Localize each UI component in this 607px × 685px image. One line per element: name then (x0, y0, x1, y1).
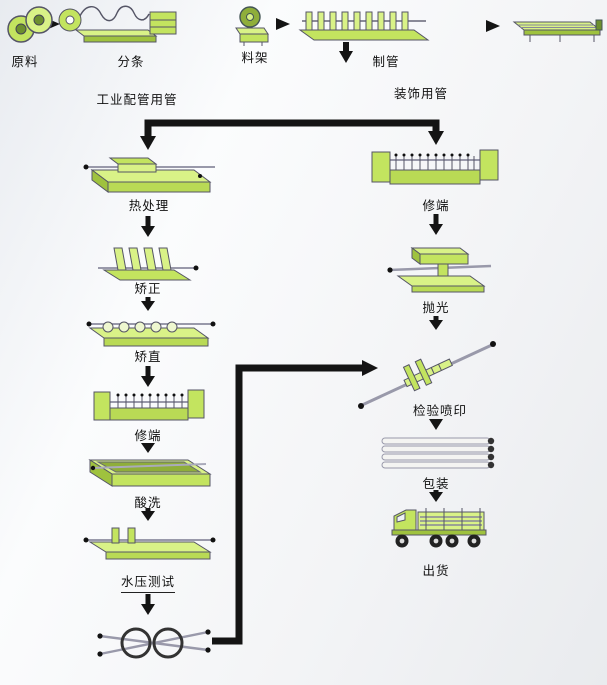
label-heat-treatment: 热处理 (128, 198, 170, 213)
label-slitting: 分条 (117, 54, 145, 69)
label-polishing: 抛光 (422, 300, 450, 315)
label-packing: 包装 (422, 476, 450, 491)
arrow-down-icon (140, 136, 156, 150)
delivery-truck-icon (388, 496, 490, 560)
label-shipping: 出货 (422, 563, 450, 578)
raw-material-coils-icon (6, 4, 54, 48)
heat-treatment-machine-icon (82, 150, 217, 200)
arrow-right-icon (276, 18, 290, 30)
arrow-down-icon (141, 604, 155, 615)
arrow-down-icon (141, 226, 155, 237)
pickling-tank-icon (82, 446, 217, 494)
label-straightening: 矫直 (134, 349, 162, 364)
inspection-caliper-icon (352, 328, 502, 416)
tube-mill-machine-icon (296, 2, 434, 46)
label-raw-material: 原料 (11, 54, 39, 69)
hydro-test-machine-icon (82, 516, 217, 566)
slitting-machine-icon (56, 2, 182, 50)
label-hydro-test: 水压测试 (120, 575, 176, 593)
arrow-down-icon (429, 224, 443, 235)
label-end-facing-right: 修端 (422, 198, 450, 213)
correcting-machine-icon (96, 238, 200, 286)
arrow-down-icon (428, 131, 444, 145)
bottom-loop-connector (212, 364, 364, 645)
label-branch-left-title: 工业配管用管 (96, 92, 178, 107)
straightening-machine-icon (84, 308, 216, 352)
pipe-coils-icon (94, 616, 216, 670)
branch-split-connector (144, 119, 440, 138)
runout-table-icon (510, 12, 604, 46)
end-facing-machine-right-icon (368, 144, 503, 196)
polishing-machine-icon (386, 240, 494, 298)
label-branch-right-title: 装饰用管 (393, 86, 449, 101)
label-pickling: 酸洗 (134, 495, 162, 510)
arrow-right-icon (486, 20, 500, 32)
arrow-down-icon (429, 419, 443, 430)
material-rack-machine-icon (230, 4, 272, 48)
arrow-down-icon (339, 51, 353, 63)
end-facing-machine-left-icon (90, 384, 208, 430)
label-end-facing-left: 修端 (134, 428, 162, 443)
label-inspection-printing: 检验喷印 (412, 403, 468, 418)
label-material-rack: 料架 (241, 50, 269, 65)
label-pipe-making: 制管 (372, 54, 400, 69)
label-correcting: 矫正 (134, 281, 162, 296)
pipe-bundle-icon (376, 430, 502, 476)
